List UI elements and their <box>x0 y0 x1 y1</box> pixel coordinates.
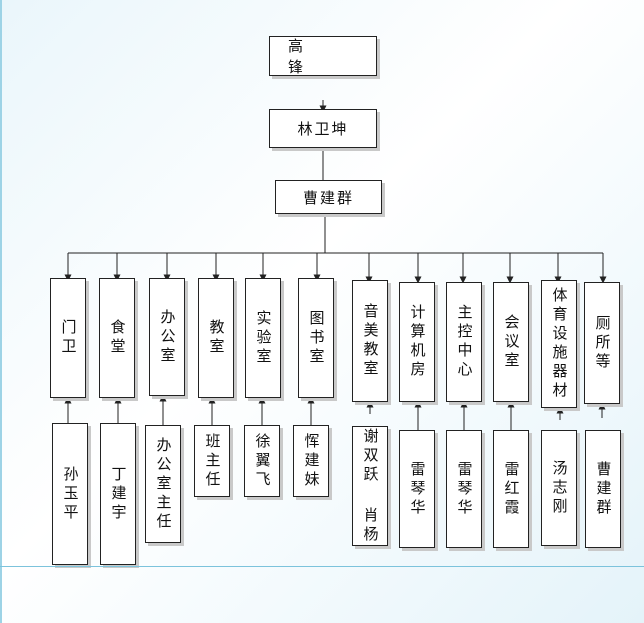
room-canteen: 食堂 <box>99 278 135 398</box>
person-laboratory: 徐翼飞 <box>244 425 280 497</box>
person-classroom: 班主任 <box>194 425 230 497</box>
bottom-divider <box>0 566 644 567</box>
room-classroom: 教室 <box>198 278 234 398</box>
person-meeting: 雷红霞 <box>493 430 529 548</box>
node-vice-principal: 林卫坤 <box>269 109 377 148</box>
room-laboratory: 实验室 <box>245 278 281 398</box>
room-meeting: 会议室 <box>493 282 529 402</box>
room-library: 图书室 <box>298 278 334 398</box>
person-art-music: 谢双跃 肖杨 <box>352 426 388 546</box>
person-control-center: 雷琴华 <box>446 430 482 548</box>
room-sports-equipment: 体育设施器材 <box>541 280 577 408</box>
room-art-music: 音美教室 <box>352 280 388 402</box>
person-sports-equipment: 汤志刚 <box>541 430 577 546</box>
room-restrooms: 厕所等 <box>584 282 620 404</box>
person-canteen: 丁建宇 <box>100 423 136 565</box>
node-principal: 高 锋 <box>269 36 377 76</box>
room-control-center: 主控中心 <box>446 282 482 402</box>
room-office: 办公室 <box>149 278 185 396</box>
node-manager: 曹建群 <box>275 180 382 214</box>
person-computer-lab: 雷琴华 <box>399 430 435 548</box>
room-gatehouse: 门卫 <box>50 278 86 398</box>
person-office: 办公室主任 <box>145 425 181 543</box>
person-restrooms: 曹建群 <box>585 430 621 548</box>
person-gatehouse: 孙玉平 <box>52 423 88 565</box>
room-computer-lab: 计算机房 <box>399 282 435 402</box>
person-library: 恽建妹 <box>293 425 329 497</box>
